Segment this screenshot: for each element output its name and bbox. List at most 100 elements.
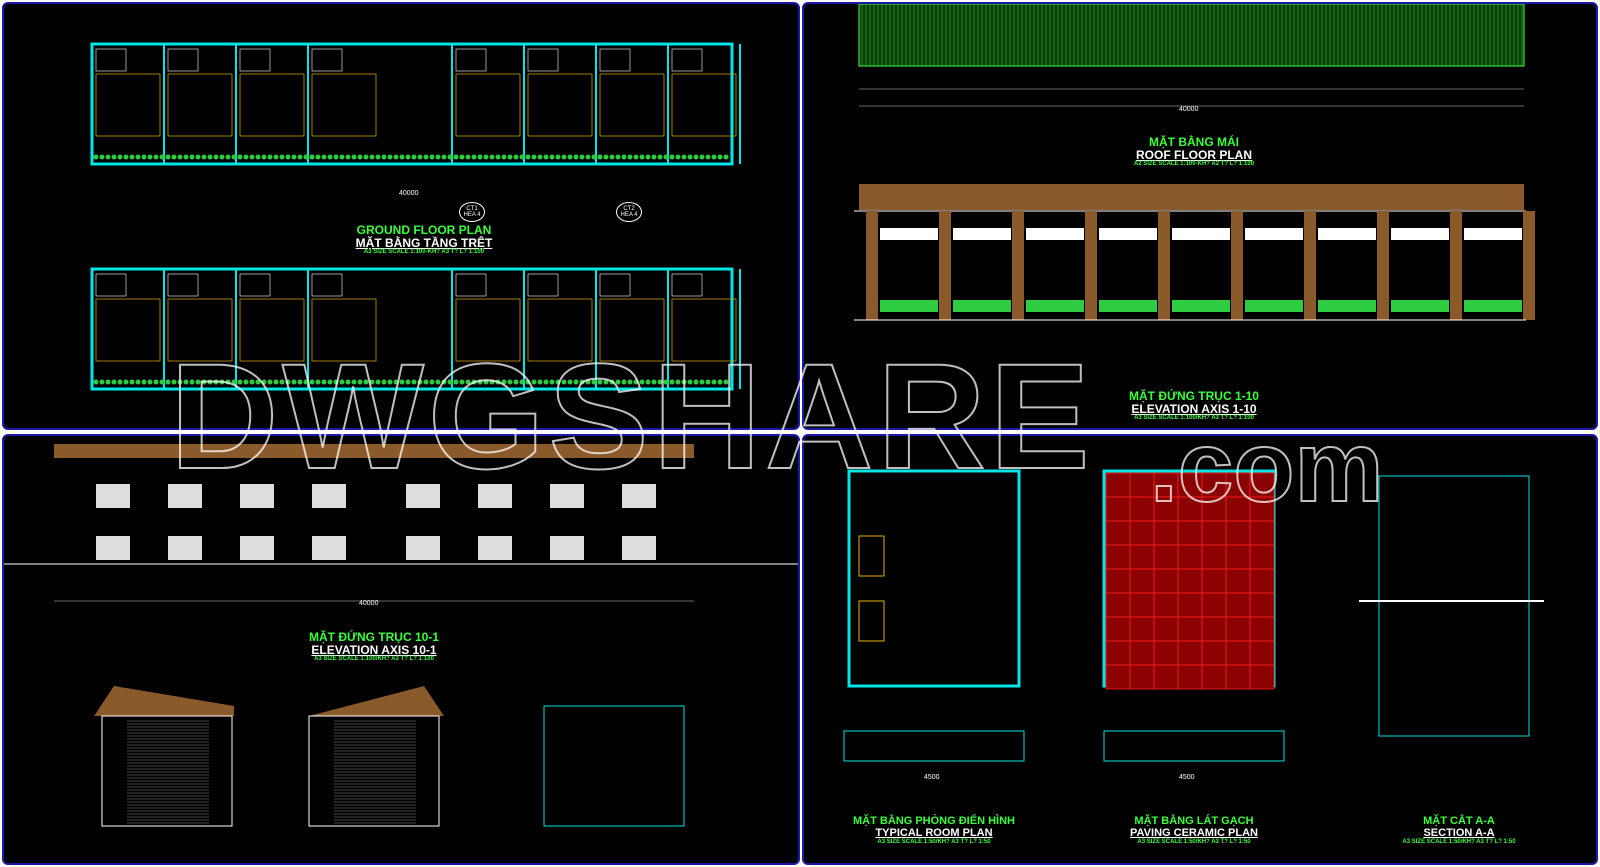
planting (567, 379, 573, 385)
ceramic-tile (1129, 616, 1155, 642)
room (671, 73, 737, 137)
ceramic-tile (1249, 472, 1275, 498)
ceramic-tile (1177, 544, 1203, 570)
planting (375, 379, 381, 385)
ceramic-tile (1105, 640, 1131, 666)
planting (633, 379, 639, 385)
ceramic-tile (1249, 496, 1275, 522)
ceramic-tile (1153, 616, 1179, 642)
planting (303, 154, 309, 160)
ceramic-tile (1129, 664, 1155, 690)
planting (357, 154, 363, 160)
planting (651, 154, 657, 160)
planting (627, 154, 633, 160)
ceramic-tile (1153, 520, 1179, 546)
planting (705, 379, 711, 385)
planting (531, 379, 537, 385)
elevation-1-10-title: MẶT ĐỨNG TRỤC 1-10 ELEVATION AXIS 1-10 A… (1094, 390, 1294, 421)
wc (95, 273, 127, 297)
total-dimension: 40000 (359, 600, 379, 607)
planting (591, 154, 597, 160)
planting (681, 154, 687, 160)
floor-plan-outline (90, 42, 734, 166)
planting (321, 154, 327, 160)
planting (705, 154, 711, 160)
planting (477, 379, 483, 385)
balcony (550, 536, 584, 560)
planting (333, 154, 339, 160)
room (311, 298, 377, 362)
planting (321, 379, 327, 385)
planting (495, 154, 501, 160)
planting (273, 154, 279, 160)
balcony (96, 536, 130, 560)
ground-floor-panel: GROUND FLOOR PLAN MẶT BẰNG TẦNG TRỆT A3 … (2, 2, 800, 430)
planting (183, 154, 189, 160)
planting (123, 154, 129, 160)
planting (363, 154, 369, 160)
planting (567, 154, 573, 160)
railing (1391, 228, 1449, 240)
room (599, 73, 665, 137)
planting (171, 154, 177, 160)
planting (435, 379, 441, 385)
planting (651, 379, 657, 385)
room (239, 298, 305, 362)
ceramic-tile (1129, 640, 1155, 666)
balcony (622, 484, 656, 508)
wc (455, 48, 487, 72)
ceramic-tile (1249, 592, 1275, 618)
room (599, 298, 665, 362)
balcony (168, 536, 202, 560)
planting (495, 379, 501, 385)
planting (399, 154, 405, 160)
ceramic-tile (1225, 568, 1251, 594)
planting (405, 379, 411, 385)
planting (717, 379, 723, 385)
section-title: MẶT CẮT A-A SECTION A-A A3 SIZE SCALE 1:… (1364, 815, 1554, 845)
title-vi: MẶT BẰNG LÁT GẠCH (1134, 815, 1254, 827)
planting (465, 154, 471, 160)
room (527, 298, 593, 362)
planting (195, 379, 201, 385)
planting (525, 379, 531, 385)
planting (537, 379, 543, 385)
planting (171, 379, 177, 385)
planting (1099, 300, 1157, 312)
ceramic-tile (1105, 616, 1131, 642)
planting (489, 154, 495, 160)
ceramic-tile (1225, 544, 1251, 570)
planting (201, 379, 207, 385)
planting (315, 379, 321, 385)
planting (711, 154, 717, 160)
planting (249, 154, 255, 160)
planting (1026, 300, 1084, 312)
planting (93, 379, 99, 385)
ceramic-tile (1177, 616, 1203, 642)
planting (645, 379, 651, 385)
room (671, 298, 737, 362)
planting (237, 379, 243, 385)
planting (333, 379, 339, 385)
planting (165, 379, 171, 385)
planting (723, 379, 729, 385)
planting (207, 154, 213, 160)
planting (615, 154, 621, 160)
ceramic-tile (1177, 592, 1203, 618)
column (1523, 211, 1535, 320)
planting (507, 154, 513, 160)
ceramic-tile (1249, 640, 1275, 666)
wc (167, 273, 199, 297)
wc (671, 48, 703, 72)
scale-note: A3 SIZE SCALE 1:50/KH? A3 T? L? 1:50 (1137, 839, 1251, 846)
planting (279, 154, 285, 160)
planting (717, 154, 723, 160)
planting (585, 379, 591, 385)
planting (669, 379, 675, 385)
ceramic-tile (1201, 664, 1227, 690)
planting (117, 379, 123, 385)
planting (1245, 300, 1303, 312)
planting (627, 379, 633, 385)
planting (117, 154, 123, 160)
